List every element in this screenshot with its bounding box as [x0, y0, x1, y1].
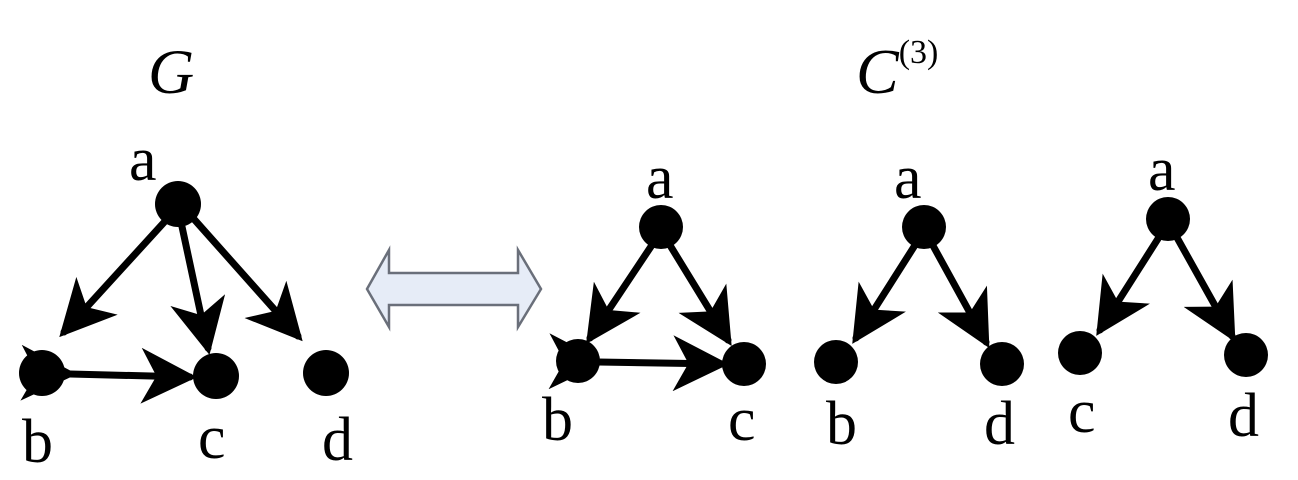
- node-label-c: c: [1068, 378, 1096, 446]
- node-label-c: c: [198, 404, 226, 472]
- edge-a-c: [170, 218, 226, 355]
- node-b: [814, 340, 858, 384]
- edge-a-b: [59, 214, 172, 338]
- edge-b-c-bidirected: [548, 333, 729, 392]
- node-label-b: b: [826, 390, 857, 458]
- node-d: [980, 342, 1024, 386]
- edge-b-c-bidirected: [20, 344, 197, 404]
- node-c: [1058, 331, 1102, 375]
- node-label-a: a: [129, 126, 157, 194]
- component-1: a b c: [542, 144, 766, 454]
- node-label-b: b: [22, 408, 53, 476]
- node-label-d: d: [322, 406, 353, 474]
- node-label-a: a: [894, 144, 922, 212]
- graph-g: G a b c d: [19, 36, 353, 476]
- double-arrow-icon: [365, 245, 543, 332]
- component-3: a c d: [1058, 136, 1268, 450]
- edge-a-c: [1096, 230, 1165, 336]
- node-c: [193, 353, 239, 399]
- edge-a-b: [852, 238, 921, 344]
- node-label-a: a: [1148, 136, 1176, 204]
- edge-a-c: [664, 238, 732, 346]
- edge-a-b: [586, 238, 658, 344]
- node-b: [556, 339, 600, 383]
- node-b: [19, 350, 65, 396]
- node-label-d: d: [984, 390, 1015, 458]
- graph-g-title: G: [148, 36, 194, 107]
- set-c3: C(3) a b c a b d: [542, 34, 1268, 458]
- node-a: [639, 205, 683, 249]
- node-a: [155, 181, 201, 227]
- node-d: [303, 350, 349, 396]
- edge-a-d: [189, 214, 303, 342]
- edge-a-d: [927, 238, 990, 349]
- node-d: [1224, 333, 1268, 377]
- node-label-a: a: [646, 144, 674, 212]
- node-label-c: c: [728, 386, 756, 454]
- node-a: [1146, 197, 1190, 241]
- edge-a-d: [1171, 230, 1236, 343]
- node-a: [902, 205, 946, 249]
- node-c: [722, 342, 766, 386]
- node-label-b: b: [542, 386, 573, 454]
- component-2: a b d: [814, 144, 1024, 458]
- node-label-d: d: [1228, 382, 1259, 450]
- set-c3-title: C(3): [856, 34, 938, 107]
